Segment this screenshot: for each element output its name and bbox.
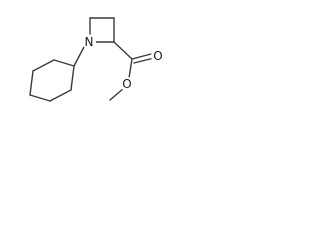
bond-cyclohexyl-nitrogen [73, 46, 85, 67]
bond-cy2-cy3 [32, 59, 55, 72]
bond-carbonyl-inner [133, 57, 153, 64]
atom-label-ester-oxygen: O [122, 77, 131, 91]
bond-c2-carbonyl-carbon [113, 41, 133, 60]
bond-cy5-cy6 [49, 89, 72, 102]
bond-cy6-cy1 [70, 65, 75, 91]
atom-label-carbonyl-oxygen: O [153, 49, 162, 63]
atom-nitrogen-background [82, 35, 96, 49]
molecule-canvas: N O O [29, 17, 165, 102]
bond-cy3-cy4 [29, 70, 34, 96]
atom-nitrogen: N [82, 35, 96, 49]
azetidine-ring [89, 17, 115, 43]
carbonyl-double-bond [131, 53, 153, 64]
atom-carbonyl-oxygen: O [151, 49, 165, 63]
bond-carbonyl-carbon-ester-oxygen [128, 58, 133, 79]
bond-ester-oxygen-methyl [109, 87, 125, 101]
bond-cy4-cy5 [29, 94, 51, 102]
atom-ester-oxygen: O [120, 77, 134, 91]
atom-carbonyl-oxygen-background [151, 49, 165, 63]
atom-label-nitrogen: N [85, 35, 94, 49]
atom-ester-oxygen-background [120, 77, 134, 91]
bond-carbonyl-outer [131, 53, 152, 60]
cyclohexyl-ring [29, 59, 75, 102]
bond-cy1-cy2 [53, 59, 75, 67]
